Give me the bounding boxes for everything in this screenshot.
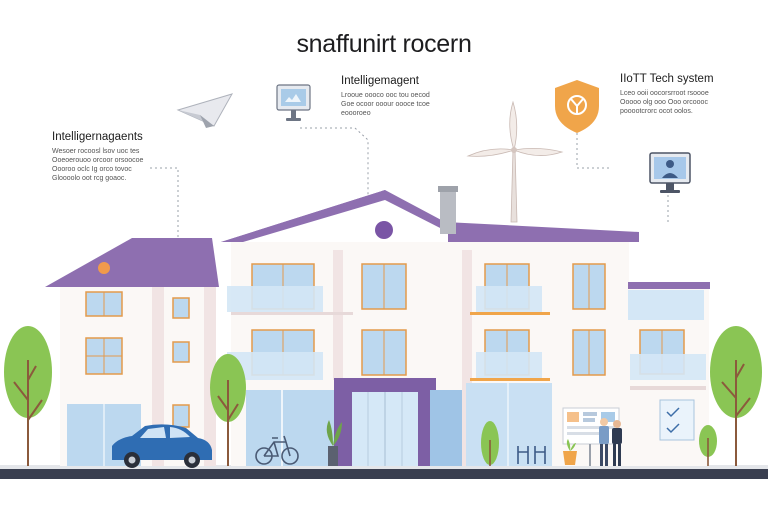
orange-planter: [563, 439, 577, 465]
left-house-roof: [45, 238, 219, 287]
people: [599, 418, 622, 466]
callout-iiot-tech-system: IIoTT Tech system Lceo ooii oocorsrroot …: [620, 73, 714, 116]
callout-heading: IIoTT Tech system: [620, 73, 714, 85]
potted-plant: [326, 420, 342, 466]
connector-line: [576, 133, 610, 169]
info-panel: [659, 399, 695, 441]
window-mullions: [86, 292, 122, 374]
right-wing: [628, 282, 710, 466]
ground: [0, 469, 768, 479]
ground-floor-glass-right: [466, 383, 552, 466]
connector-line: [300, 127, 369, 195]
callout-intelligent-agents: Intelligernagaents Wesoer rocoosl lsov u…: [52, 131, 143, 183]
user-monitor-icon: [649, 152, 691, 193]
callout-heading: Intelligernagaents: [52, 131, 143, 143]
callout-intelligent-agent: Intelligemagent Lrooue oooco ooc tou oec…: [341, 75, 430, 118]
chimney: [440, 190, 456, 234]
display-board: [562, 407, 620, 466]
tree-left: [4, 326, 52, 466]
tree-far-right: [699, 425, 717, 466]
callout-line: Ooooo olg ooo Ooo orcoooc: [620, 99, 708, 106]
right-wing-roof: [628, 282, 710, 289]
connector-lines: [150, 127, 669, 250]
diagram-title: snaffunirt rocern: [296, 30, 472, 58]
gable-round-window: [375, 221, 393, 239]
chairs: [517, 446, 546, 464]
connector-line: [150, 167, 179, 250]
callout-heading: Intelligemagent: [341, 75, 419, 87]
callout-line: Ooeoerouoo orcoor orsoocoe: [52, 157, 144, 164]
monitor-icon: [276, 84, 311, 121]
callout-line: eoooroeo: [341, 110, 371, 117]
tree-small: [481, 421, 499, 466]
bicycle-icon: [255, 435, 299, 465]
roof-round-window: [98, 262, 110, 274]
sidewalk: [0, 465, 768, 469]
callout-line: Lceo ooii oocorsrroot rsoooe: [620, 90, 709, 97]
callout-line: pooootcrorc ocot oolos.: [620, 108, 693, 115]
shield-icon: [555, 80, 599, 133]
callout-line: Oooroo oclc Ig orco tovoc: [52, 166, 132, 173]
tree-mid: [210, 354, 246, 466]
paper-plane-icon: [176, 93, 234, 128]
left-house: [45, 238, 219, 466]
side-glass: [430, 390, 462, 466]
car-icon: [112, 424, 212, 468]
callout-line: Lrooue oooco ooc tou oecod: [341, 92, 430, 99]
ground-floor-shop: [246, 390, 338, 466]
wind-turbine-icon: [466, 100, 564, 223]
callout-line: Gloooolo oot rcg goaoc.: [52, 175, 127, 182]
callout-line: Wesoer rocoosl lsov uoc tes: [52, 148, 140, 155]
callout-line: Goe ocoor ooour oooce tcoe: [341, 101, 430, 108]
tree-right: [710, 326, 762, 466]
